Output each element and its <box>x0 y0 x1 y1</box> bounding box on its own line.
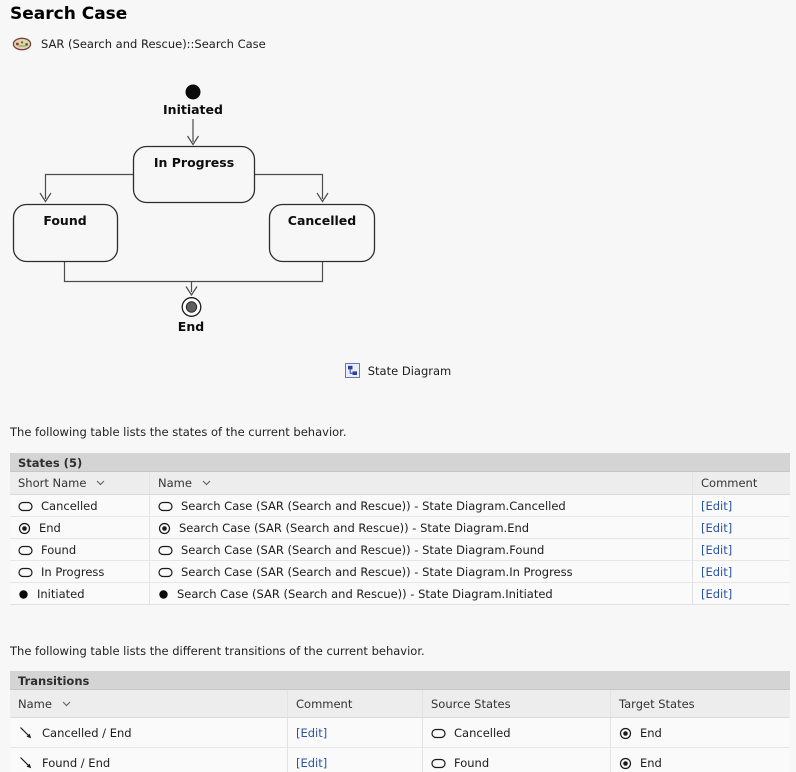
diagram-caption-label: State Diagram <box>368 364 451 378</box>
transitions-table-header: Name Comment Source States Target States <box>10 690 790 718</box>
column-header-comment: Comment <box>287 690 422 717</box>
target-state-name: End <box>640 726 662 740</box>
edit-comment-link[interactable]: [Edit] <box>701 499 732 513</box>
column-header-source-states: Source States <box>422 690 610 717</box>
breadcrumb: SAR (Search and Rescue)::Search Case <box>12 37 266 51</box>
state-label-cancelled: Cancelled <box>288 213 356 228</box>
transitions-intro-text: The following table lists the different … <box>10 644 425 658</box>
table-row: In Progress Search Case (SAR (Search and… <box>10 561 790 583</box>
final-state-label: End <box>178 319 204 334</box>
table-row: Initiated Search Case (SAR (Search and R… <box>10 583 790 605</box>
state-icon <box>18 501 33 512</box>
page-title: Search Case <box>10 4 127 24</box>
final-state-icon <box>158 522 171 535</box>
state-icon <box>18 545 33 556</box>
edit-comment-link[interactable]: [Edit] <box>296 756 327 770</box>
transition-name: Cancelled / End <box>42 726 132 740</box>
column-header-target-states: Target States <box>610 690 790 717</box>
table-row: Cancelled Search Case (SAR (Search and R… <box>10 495 790 517</box>
transition-name: Found / End <box>42 756 110 770</box>
table-row: Found / End [Edit] Found End <box>10 748 790 772</box>
sort-chevron-icon[interactable] <box>62 701 71 707</box>
state-label-in-progress: In Progress <box>154 155 234 170</box>
states-intro-text: The following table lists the states of … <box>10 425 347 439</box>
qualified-name: SAR (Search and Rescue)::Search Case <box>41 37 266 51</box>
state-label-found: Found <box>43 213 86 228</box>
states-table: States (5) Short Name Name Comment Cance… <box>10 453 790 605</box>
state-full-name: Search Case (SAR (Search and Rescue)) - … <box>179 521 529 535</box>
final-state-icon <box>619 757 632 770</box>
state-short-name: Found <box>41 543 76 557</box>
source-state-name: Cancelled <box>454 726 511 740</box>
state-short-name: Initiated <box>37 587 85 601</box>
target-state-name: End <box>640 756 662 770</box>
state-icon <box>431 728 446 739</box>
state-icon <box>158 567 173 578</box>
transitions-table: Transitions Name Comment Source States T… <box>10 671 790 772</box>
state-short-name: End <box>39 521 61 535</box>
initial-state-node <box>186 85 201 100</box>
state-diagram-icon <box>345 363 360 378</box>
state-icon <box>18 567 33 578</box>
state-icon <box>158 545 173 556</box>
use-case-icon <box>12 37 32 51</box>
initial-state-icon <box>18 589 29 600</box>
state-diagram: Initiated In Progress Found Cancelled En… <box>0 78 420 340</box>
column-header-comment: Comment <box>692 472 790 494</box>
transition-arrow-icon <box>18 755 34 771</box>
state-full-name: Search Case (SAR (Search and Rescue)) - … <box>181 499 566 513</box>
state-icon <box>431 758 446 769</box>
state-icon <box>158 501 173 512</box>
initial-state-label: Initiated <box>163 102 223 117</box>
final-state-icon <box>18 522 31 535</box>
source-state-name: Found <box>454 756 489 770</box>
initial-state-icon <box>158 589 169 600</box>
edit-comment-link[interactable]: [Edit] <box>701 587 732 601</box>
state-short-name: Cancelled <box>41 499 98 513</box>
states-table-title: States (5) <box>10 453 790 472</box>
edit-comment-link[interactable]: [Edit] <box>701 521 732 535</box>
final-state-node-inner <box>186 302 196 312</box>
column-header-name[interactable]: Name <box>10 690 287 717</box>
state-full-name: Search Case (SAR (Search and Rescue)) - … <box>181 543 544 557</box>
diagram-caption: State Diagram <box>0 363 796 378</box>
table-row: Found Search Case (SAR (Search and Rescu… <box>10 539 790 561</box>
states-table-header: Short Name Name Comment <box>10 472 790 495</box>
state-short-name: In Progress <box>41 565 104 579</box>
column-header-name[interactable]: Name <box>149 472 692 494</box>
transitions-table-title: Transitions <box>10 671 790 690</box>
sort-chevron-icon[interactable] <box>202 480 211 486</box>
sort-chevron-icon[interactable] <box>96 480 105 486</box>
edit-comment-link[interactable]: [Edit] <box>701 543 732 557</box>
final-state-icon <box>619 727 632 740</box>
edit-comment-link[interactable]: [Edit] <box>296 726 327 740</box>
state-full-name: Search Case (SAR (Search and Rescue)) - … <box>177 587 553 601</box>
column-header-short-name[interactable]: Short Name <box>10 472 149 494</box>
table-row: Cancelled / End [Edit] Cancelled End <box>10 718 790 748</box>
transition-arrow-icon <box>18 725 34 741</box>
table-row: End Search Case (SAR (Search and Rescue)… <box>10 517 790 539</box>
state-full-name: Search Case (SAR (Search and Rescue)) - … <box>181 565 573 579</box>
edit-comment-link[interactable]: [Edit] <box>701 565 732 579</box>
